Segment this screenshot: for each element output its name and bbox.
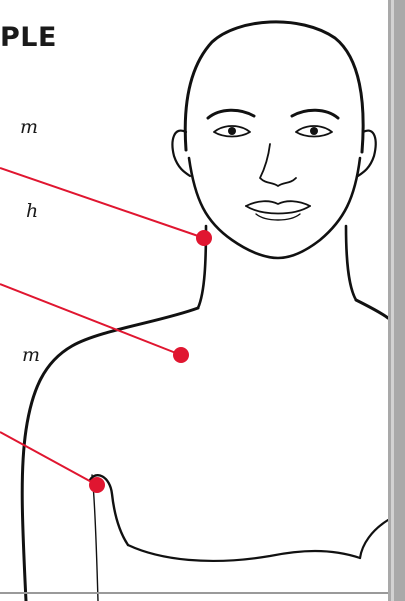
left-iris: [228, 127, 236, 135]
chest-line: [128, 545, 360, 561]
neck-pointer-line: [0, 168, 204, 238]
bottom-border: [0, 592, 388, 594]
armpit-pointer-line: [0, 432, 97, 485]
inner-arm: [92, 475, 98, 601]
side-bar-highlight: [391, 0, 394, 601]
neck-pointer-dot: [196, 230, 212, 246]
neck-right: [346, 226, 356, 300]
lower-lip: [256, 214, 300, 220]
right-iris: [310, 127, 318, 135]
nose: [260, 144, 296, 186]
armpit-pointer-dot: [89, 477, 105, 493]
upper-lip: [246, 201, 310, 206]
head-outline: [185, 22, 363, 152]
left-ear: [173, 131, 191, 176]
chest-pointer-dot: [173, 347, 189, 363]
lips: [246, 206, 310, 214]
side-bar: [388, 0, 405, 601]
jaw-outline: [189, 158, 360, 258]
right-ear: [358, 131, 376, 176]
left-brow: [208, 110, 254, 118]
right-shoulder-outline: [356, 300, 388, 318]
chest-right: [360, 520, 388, 558]
body-illustration: [0, 0, 388, 601]
right-brow: [292, 110, 338, 118]
